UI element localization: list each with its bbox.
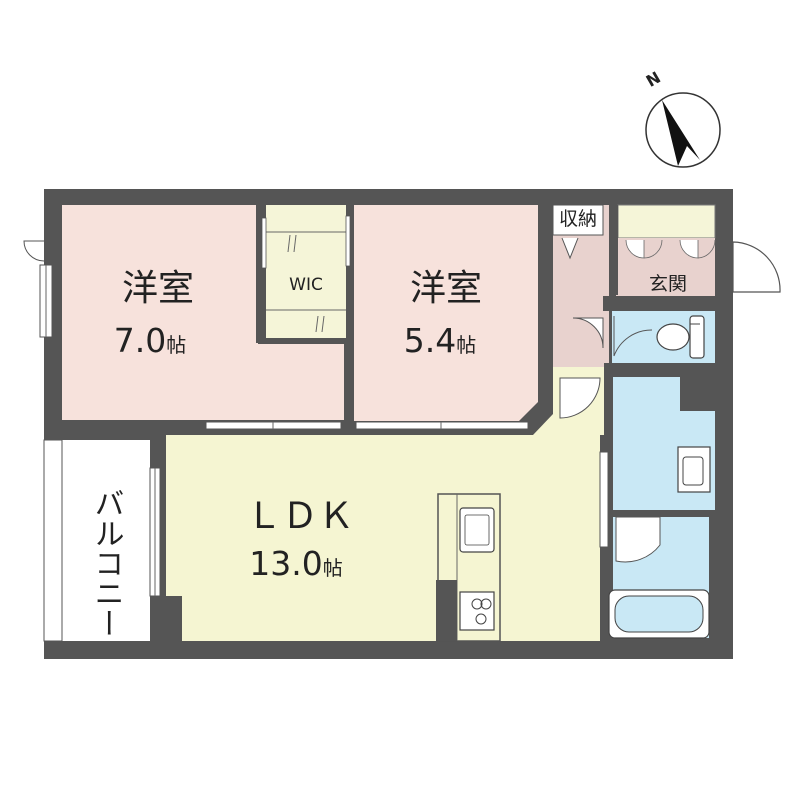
window-left <box>39 264 53 338</box>
stove-icon <box>459 591 495 631</box>
shoebox-door-1 <box>625 239 645 259</box>
entrance-shoebox <box>617 204 716 239</box>
bathtub-icon <box>608 589 710 639</box>
sliding-door-bedroom2 <box>355 421 529 430</box>
ldk-door-swing <box>559 377 601 419</box>
wic-door-left <box>261 217 267 269</box>
shoebox-door-3 <box>679 239 699 259</box>
bath-door-swing <box>615 516 661 563</box>
balcony-label: バルコニー <box>89 488 124 638</box>
washbasin-icon <box>677 446 711 493</box>
hall-door-swing <box>572 317 604 349</box>
wic-floor <box>266 205 346 339</box>
door-swing-left <box>23 240 45 262</box>
western-room-2-size: 5.4帖 <box>404 321 476 360</box>
shoebox-door-4 <box>697 239 716 259</box>
western-room-1-name: 洋室 <box>122 268 194 309</box>
wic-label: WIC <box>289 275 323 295</box>
toilet-icon <box>656 315 705 359</box>
balcony-floor <box>62 440 150 641</box>
balcony-rail-left <box>43 439 63 642</box>
storage-label: 収納 <box>559 208 597 230</box>
western-room-1-floor-ext <box>256 343 344 420</box>
toilet-door-swing <box>613 316 653 357</box>
wic-door-right <box>345 215 351 267</box>
western-room-2-floor <box>354 205 538 421</box>
wic-wall-bottom <box>258 338 354 344</box>
ldk-size: 13.0帖 <box>249 544 342 583</box>
washroom-door <box>599 451 609 548</box>
compass-arrow-icon <box>662 100 700 166</box>
entrance-door-swing <box>732 241 781 293</box>
entrance-label: 玄関 <box>649 273 687 295</box>
compass-circle <box>645 92 721 168</box>
western-room-1-floor <box>62 205 256 420</box>
western-room-2-name: 洋室 <box>410 268 482 309</box>
shoebox-door-2 <box>643 239 663 259</box>
storage-door-icon <box>561 237 579 260</box>
compass: N <box>643 68 721 168</box>
wic-wall-left <box>258 205 266 341</box>
compass-north-label: N <box>643 68 664 91</box>
ldk-name: ＬＤＫ <box>246 496 354 537</box>
wic-wall-right <box>346 205 354 423</box>
western-room-1-size: 7.0帖 <box>114 321 186 360</box>
